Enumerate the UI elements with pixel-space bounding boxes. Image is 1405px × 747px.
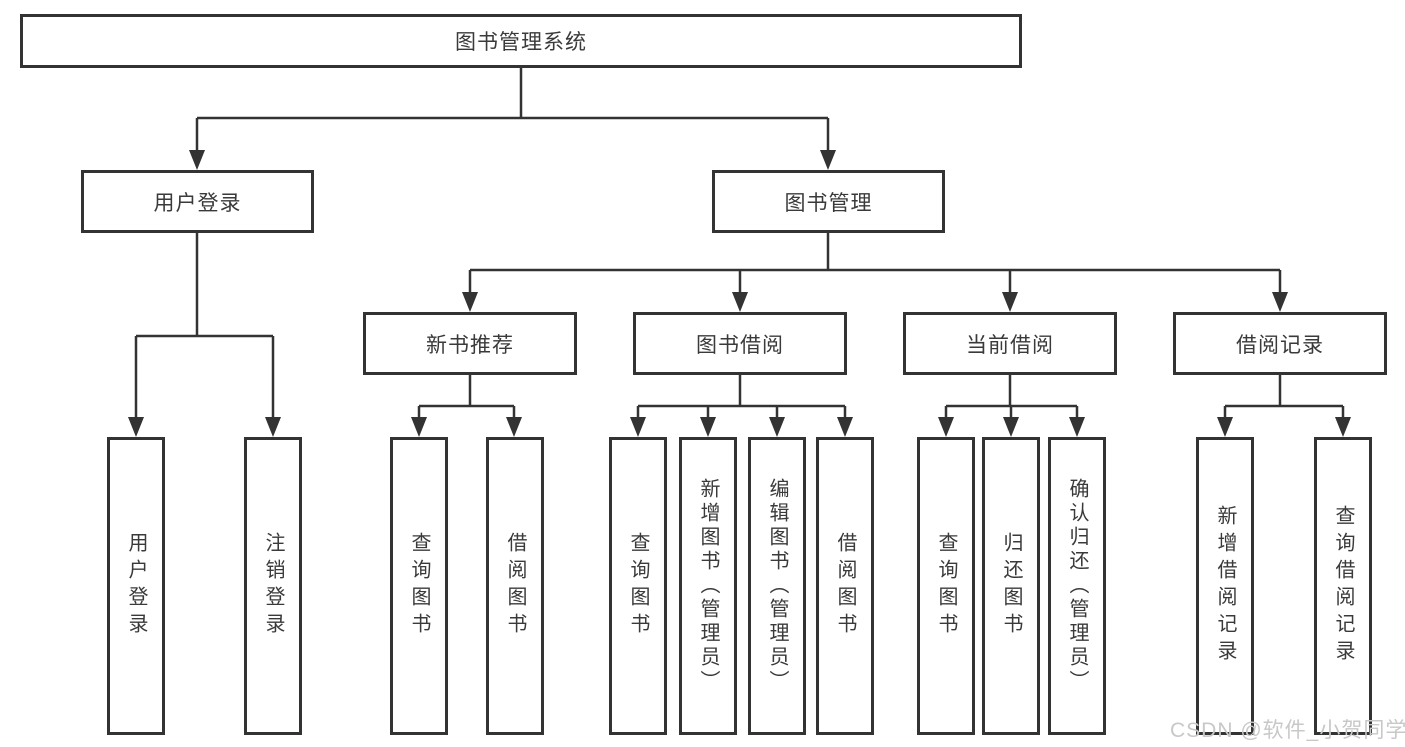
leaf-query-borrow-record: 查询借阅记录 (1314, 437, 1372, 735)
node-label: 新书推荐 (426, 333, 514, 357)
connector-user-login-to-leaves (128, 233, 281, 437)
leaf-query-books-2: 查询图书 (609, 437, 667, 735)
node-label: 用户登录 (153, 191, 242, 215)
node-label: 图书借阅 (696, 333, 784, 357)
node-label: 新增借阅记录 (1214, 505, 1236, 667)
node-label: 用户登录 (125, 532, 147, 640)
connector-new-book-to-leaves (411, 375, 522, 437)
node-borrowing-records: 借阅记录 (1173, 312, 1387, 375)
node-label: 图书管理 (784, 191, 873, 215)
node-label: 借阅记录 (1236, 333, 1324, 357)
node-label: 图书管理系统 (455, 31, 587, 54)
connector-root-to-level2 (189, 68, 836, 170)
node-book-borrowing: 图书借阅 (633, 312, 847, 375)
node-label: 当前借阅 (966, 333, 1054, 357)
node-user-login-group: 用户登录 (81, 170, 314, 233)
node-label: 确认归还（管理员） (1066, 478, 1088, 694)
node-label: 借阅图书 (834, 532, 856, 640)
connector-book-borrow-to-leaves (630, 375, 853, 437)
leaf-borrow-books-1: 借阅图书 (486, 437, 544, 735)
leaf-confirm-return-admin: 确认归还（管理员） (1048, 437, 1106, 735)
node-label: 借阅图书 (504, 532, 526, 640)
node-label: 查询图书 (627, 532, 649, 640)
node-label: 归还图书 (1000, 532, 1022, 640)
node-label: 编辑图书（管理员） (766, 478, 788, 694)
node-book-management-group: 图书管理 (712, 170, 945, 233)
connector-current-borrow-to-leaves (938, 375, 1085, 437)
leaf-logout: 注销登录 (244, 437, 302, 735)
leaf-edit-book-admin: 编辑图书（管理员） (748, 437, 806, 735)
node-label: 注销登录 (262, 532, 284, 640)
leaf-add-book-admin: 新增图书（管理员） (679, 437, 737, 735)
leaf-user-login: 用户登录 (107, 437, 165, 735)
connector-borrow-records-to-leaves (1217, 375, 1351, 437)
leaf-add-borrow-record: 新增借阅记录 (1196, 437, 1254, 735)
leaf-query-books-3: 查询图书 (917, 437, 975, 735)
node-label: 新增图书（管理员） (697, 478, 719, 694)
node-label: 查询借阅记录 (1332, 505, 1354, 667)
node-label: 查询图书 (408, 532, 430, 640)
node-root-system: 图书管理系统 (20, 14, 1022, 68)
node-new-book-recommend: 新书推荐 (363, 312, 577, 375)
connector-book-mgmt-to-level3 (462, 233, 1288, 312)
node-label: 查询图书 (935, 532, 957, 640)
leaf-return-books: 归还图书 (982, 437, 1040, 735)
csdn-watermark: CSDN @软件_小贺同学 (1170, 719, 1405, 742)
leaf-query-books-1: 查询图书 (390, 437, 448, 735)
node-current-borrowing: 当前借阅 (903, 312, 1117, 375)
leaf-borrow-books-2: 借阅图书 (816, 437, 874, 735)
